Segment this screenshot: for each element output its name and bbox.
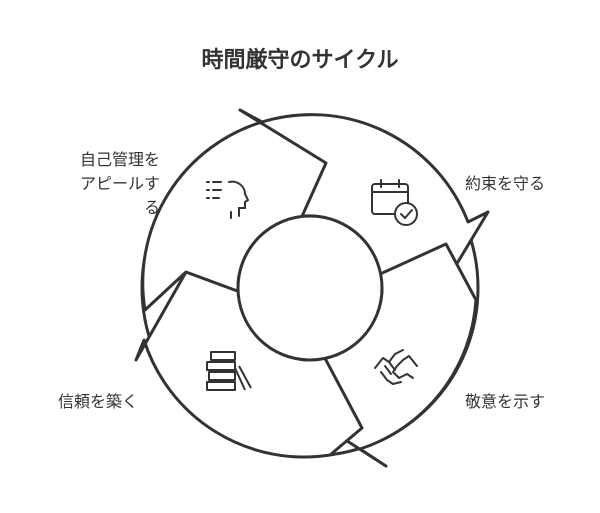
label-self-management: 自己管理を アピールする <box>70 148 160 220</box>
calendar-check-icon <box>371 179 418 226</box>
diagram-title: 時間厳守のサイクル <box>201 48 399 73</box>
building-blocks-icon <box>206 351 252 391</box>
label-keep-promises: 約束を守る <box>465 174 546 193</box>
inner-circle <box>236 214 384 362</box>
label-build-trust: 信頼を築く <box>58 392 139 411</box>
label-show-respect: 敬意を示す <box>465 392 546 411</box>
checklist-head-icon <box>206 180 250 219</box>
handshake-icon <box>374 349 418 385</box>
label-self-management-line2: アピールする <box>79 174 160 217</box>
label-self-management-line1: 自己管理を <box>79 150 160 169</box>
